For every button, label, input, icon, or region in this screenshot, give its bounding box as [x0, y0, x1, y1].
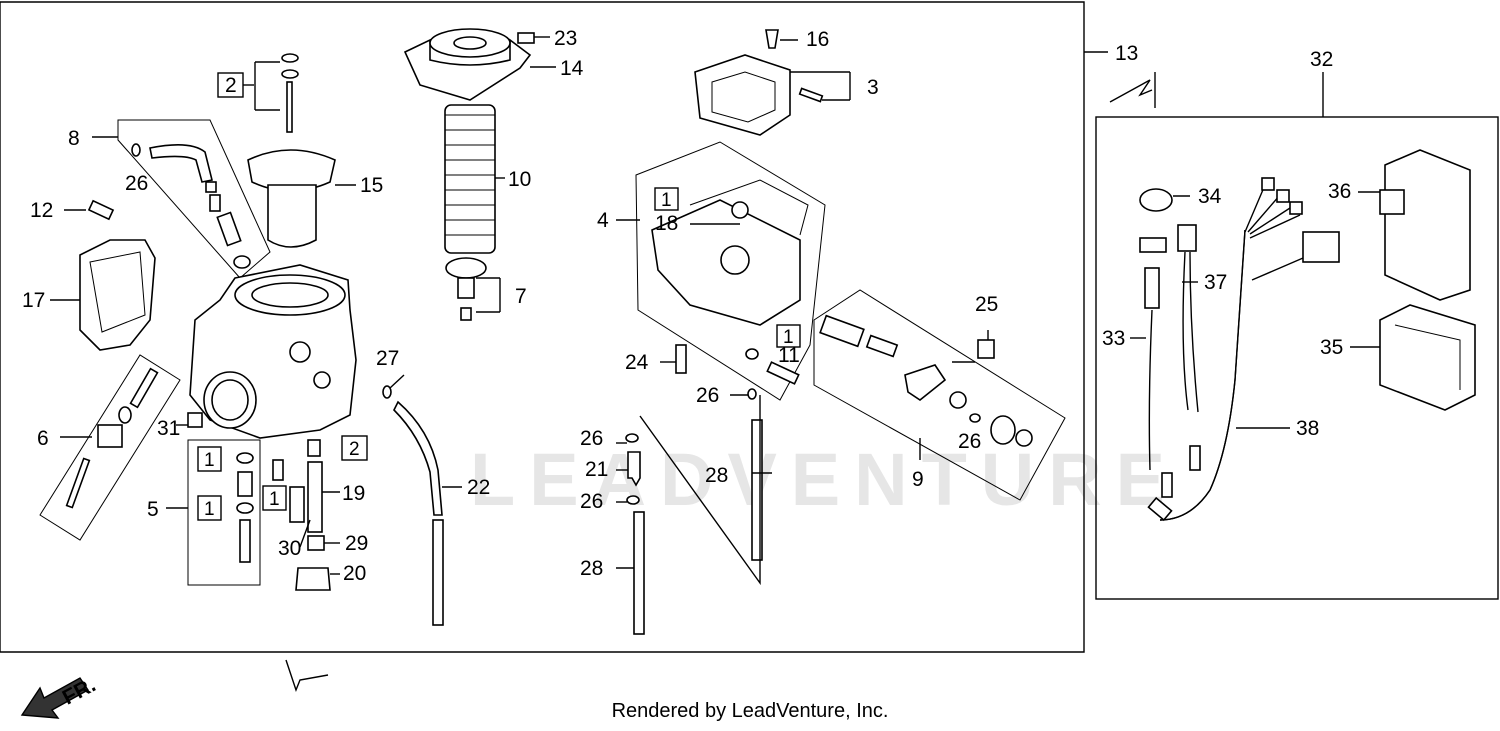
callout-19-label: 19 [342, 482, 365, 505]
boxed-tag-1-e: 1 [776, 324, 801, 348]
footer-credit: Rendered by LeadVenture, Inc. [611, 700, 889, 722]
boxed-tag-1-a: 1 [197, 446, 222, 472]
callout-3-label: 3 [867, 76, 879, 99]
control-unit-part [1384, 149, 1471, 301]
valve-group-part [819, 314, 1033, 447]
callout-21-label: 21 [585, 458, 608, 481]
svg-text:2: 2 [349, 439, 360, 460]
callout-4-label: 4 [597, 209, 609, 232]
callout-12-label: 12 [30, 199, 53, 222]
callout-17-label: 17 [22, 289, 45, 312]
callout-38-label: 38 [1296, 417, 1319, 440]
callout-32-label: 32 [1310, 48, 1333, 71]
callout-30-label: 30 [278, 537, 301, 560]
watermark-text: LEADVENTURE [470, 438, 1179, 521]
callout-33-label: 33 [1102, 327, 1125, 350]
callout-26-label-e: 26 [958, 430, 981, 453]
boxed-tag-1-b: 1 [197, 495, 222, 521]
callout-6-label: 6 [37, 427, 49, 450]
tube-22-part [393, 400, 443, 516]
callout-29-label: 29 [345, 532, 368, 555]
top-cap-part [403, 38, 532, 101]
callout-20-label: 20 [343, 562, 366, 585]
case-part [1379, 304, 1476, 411]
callout-7-label: 7 [515, 285, 527, 308]
callout-35-label: 35 [1320, 336, 1343, 359]
svg-text:1: 1 [204, 450, 215, 471]
callout-27-label: 27 [376, 347, 399, 370]
callout-26-label-b: 26 [696, 384, 719, 407]
callout-34-label: 34 [1198, 185, 1222, 208]
callout-23-label: 23 [554, 27, 577, 50]
cover-part [79, 239, 156, 351]
callout-8-label: 8 [68, 127, 80, 150]
callout-14-label: 14 [560, 57, 584, 80]
callout-28-label-b: 28 [580, 557, 603, 580]
spring-part [444, 104, 496, 254]
boxed-tag-2-b: 2 [341, 435, 368, 461]
callout-24-label: 24 [625, 351, 649, 374]
collar-part [1139, 188, 1173, 212]
callout-15-label: 15 [360, 174, 383, 197]
callout-26-label-c: 26 [580, 427, 603, 450]
callout-13-label: 13 [1115, 42, 1138, 65]
boxed-tag-1-c: 1 [262, 485, 287, 511]
callout-9-label: 9 [912, 468, 924, 491]
callout-18-label: 18 [655, 212, 678, 235]
callout-26-label-d: 26 [580, 490, 603, 513]
sensor-part [1144, 267, 1160, 309]
callout-2-label: 2 [225, 74, 237, 97]
svg-text:1: 1 [661, 190, 672, 211]
callout-22-label: 22 [467, 476, 490, 499]
callout-5-label: 5 [147, 498, 159, 521]
svg-text:1: 1 [783, 327, 794, 348]
callout-26-label-a: 26 [125, 172, 148, 195]
svg-text:1: 1 [269, 489, 280, 510]
screw-12-part [87, 199, 115, 221]
harness-part [1147, 177, 1340, 522]
callout-28-label-a: 28 [705, 464, 728, 487]
tube-28-part [633, 511, 645, 635]
callout-37-label: 37 [1204, 271, 1227, 294]
carburetor-assembly-frame [0, 1, 1085, 653]
callout-31-label: 31 [157, 417, 180, 440]
hose-part [149, 144, 213, 183]
callout-36-label: 36 [1328, 180, 1351, 203]
callout-10-label: 10 [508, 168, 531, 191]
svg-text:1: 1 [204, 499, 215, 520]
boxed-tag-1-d: 1 [654, 187, 679, 211]
wiring-assembly-frame [1095, 116, 1499, 600]
chamber-top-part [694, 54, 791, 136]
callout-11-label: 11 [778, 344, 800, 367]
callout-16-label: 16 [806, 28, 829, 51]
callout-25-label: 25 [975, 293, 998, 316]
